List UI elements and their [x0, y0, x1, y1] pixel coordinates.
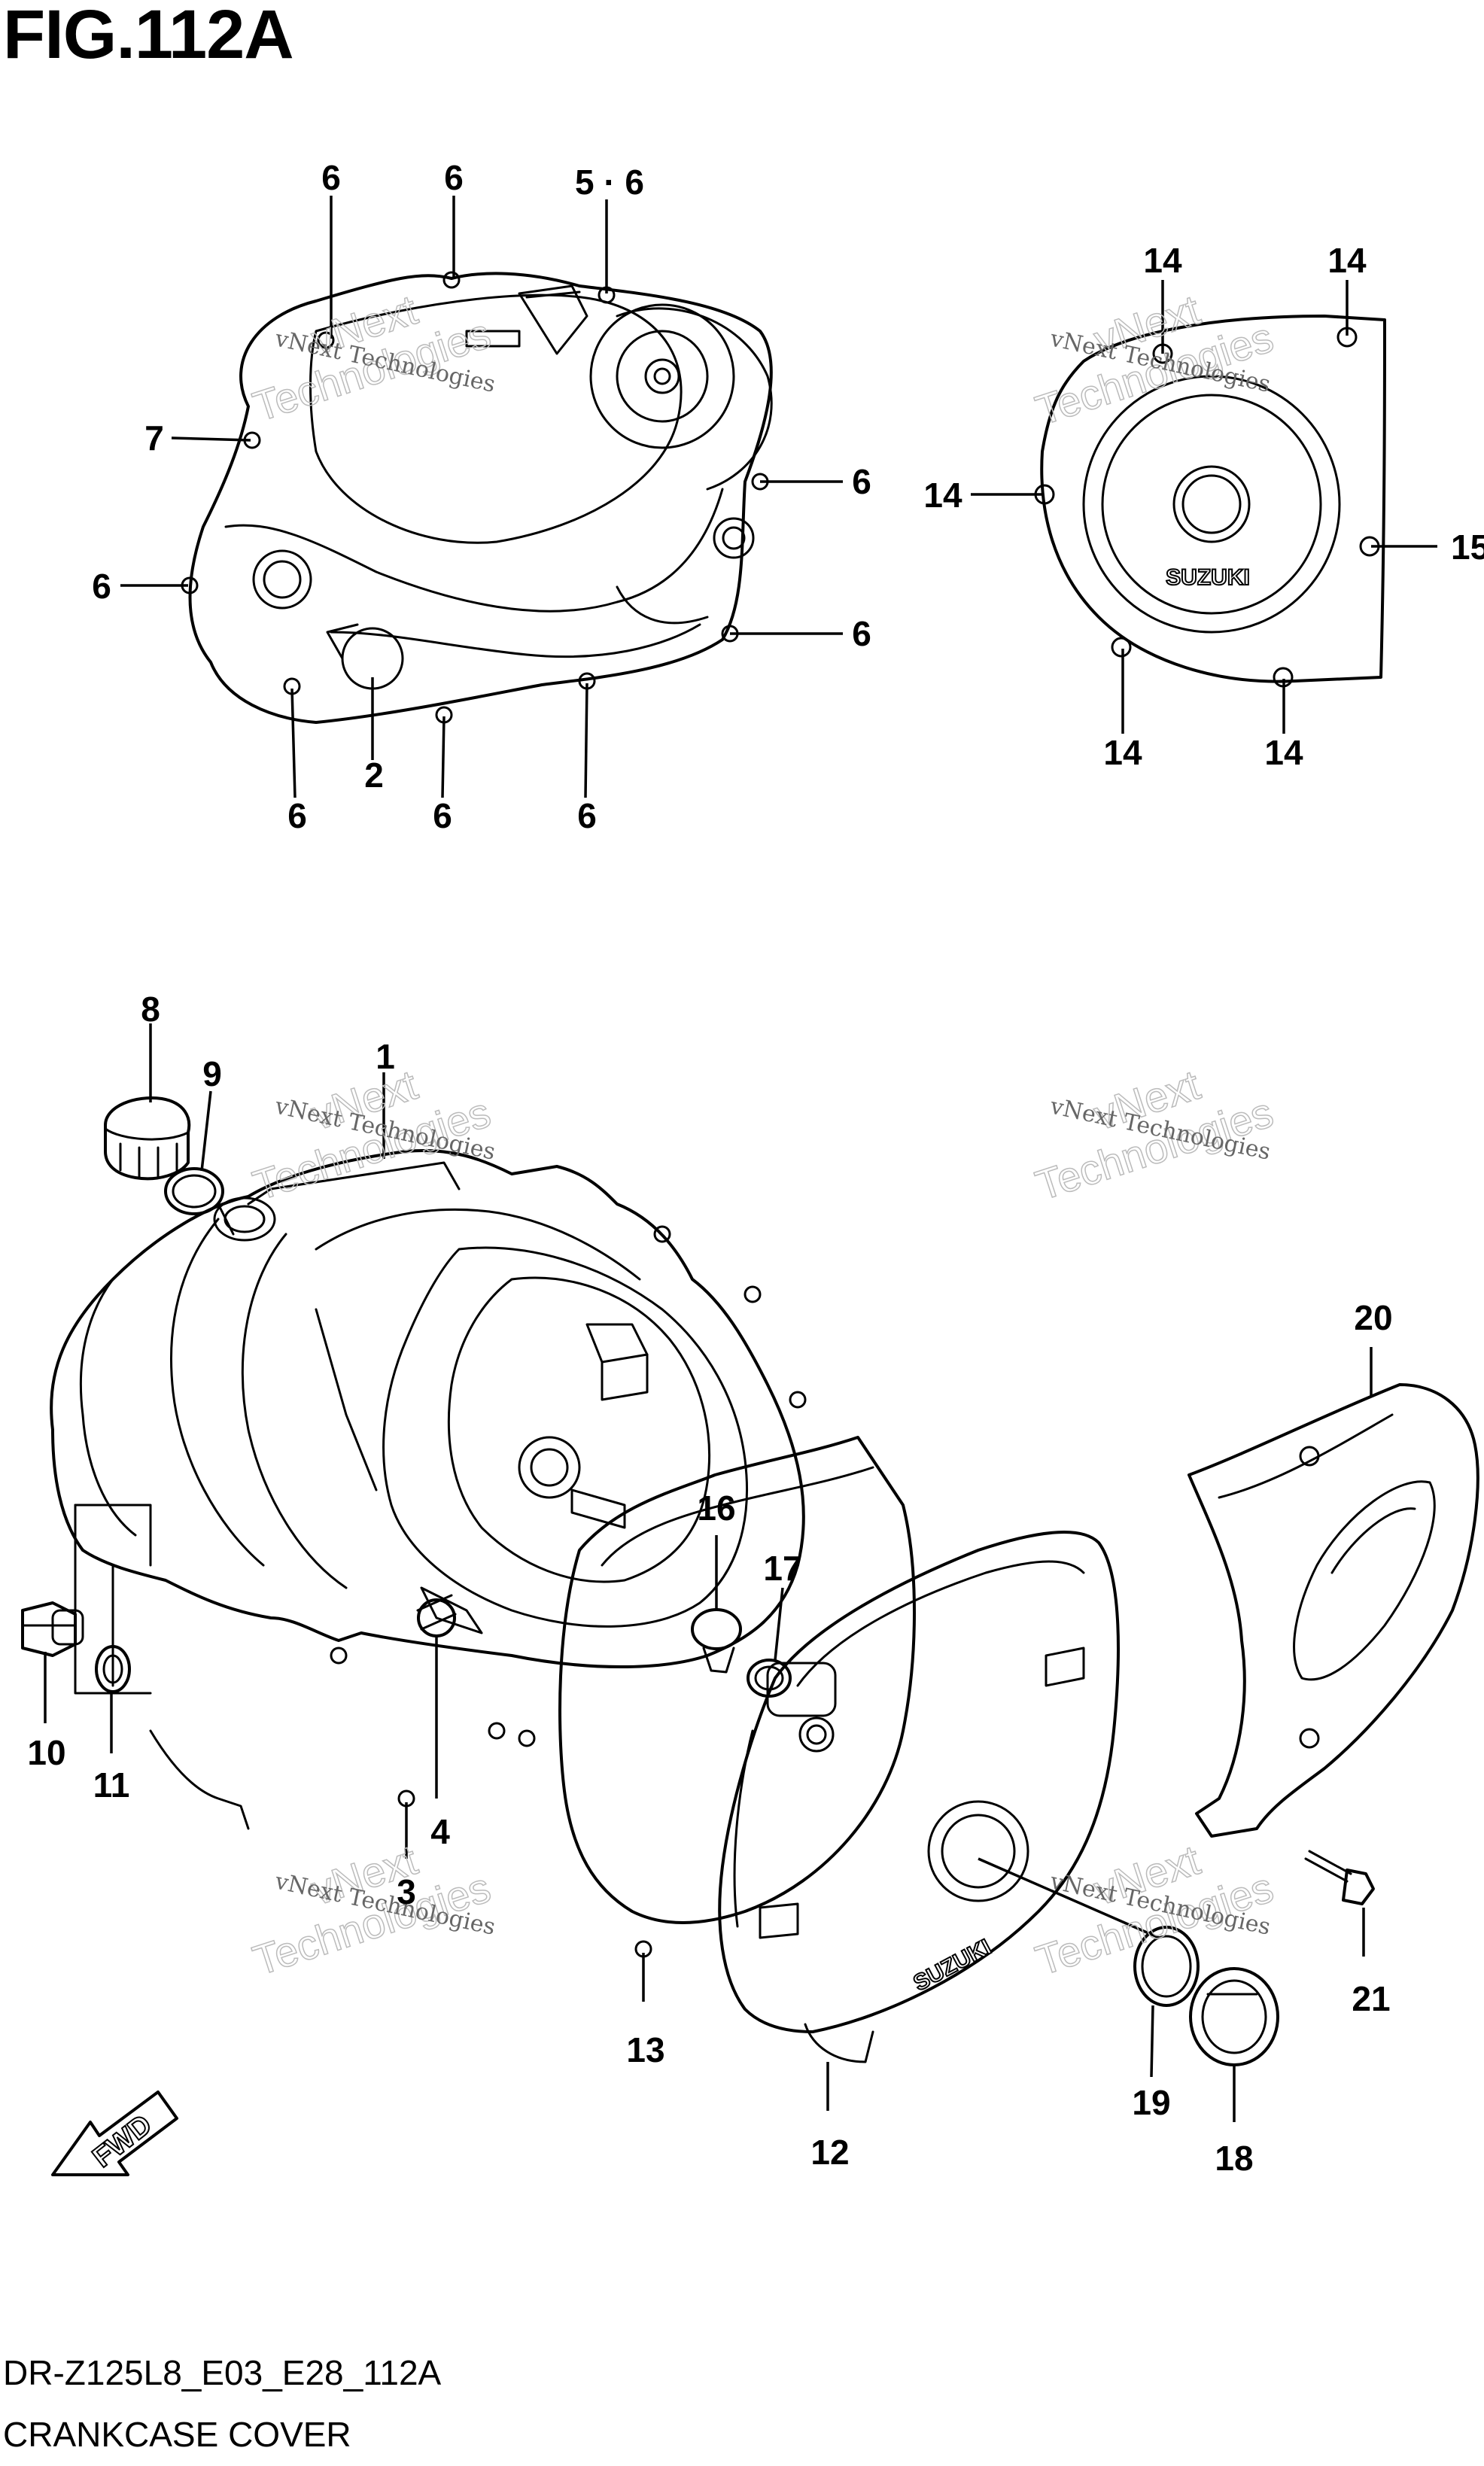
callout-19: 19 [1132, 2083, 1170, 2122]
part-4-dowel-pin [416, 1594, 457, 1637]
callout-1: 1 [376, 1037, 395, 1076]
callout-7: 7 [144, 418, 164, 458]
callout-6-b: 6 [444, 158, 464, 197]
part-19-o-ring [1133, 1926, 1200, 2007]
callout-labels: 6 6 5 · 6 7 6 6 6 2 6 6 6 14 14 14 15 14… [27, 158, 1484, 2178]
callout-14-a: 14 [1143, 241, 1182, 280]
callout-14-d: 14 [1103, 733, 1142, 772]
part-9-o-ring [164, 1167, 224, 1215]
callout-6-a: 6 [321, 158, 341, 197]
callout-16: 16 [697, 1488, 735, 1528]
callout-12: 12 [810, 2133, 849, 2172]
callout-17: 17 [763, 1549, 801, 1588]
callout-10: 10 [27, 1733, 65, 1772]
part-11-washer [95, 1645, 131, 1693]
callout-14-b: 14 [1327, 241, 1367, 280]
part-8-oil-filler-cap [104, 1096, 191, 1181]
callout-6-f: 6 [287, 796, 307, 835]
part-1-crankcase-cover-right [50, 1149, 807, 1830]
callout-2: 2 [364, 756, 384, 795]
watermark-bottom-left: vNext Technologies vNext Technologies [247, 1835, 497, 1984]
callout-9: 9 [202, 1054, 222, 1093]
part-16-inspection-plug [691, 1608, 742, 1674]
part-21-bolt [1304, 1850, 1375, 1905]
figure-name: CRANKCASE COVER [3, 2415, 351, 2454]
forward-direction-arrow: FWD [51, 2090, 178, 2176]
watermark-middle-right: vNext Technologies vNext Technologies [1029, 1060, 1279, 1209]
figure-title: FIG.112A [3, 0, 294, 73]
leader-lines [44, 196, 1437, 2122]
callout-14-e: 14 [1264, 733, 1303, 772]
callout-6-c: 6 [852, 462, 871, 501]
magneto-cover-brand: SUZUKI [1166, 565, 1250, 590]
watermark-bottom-right: vNext Technologies vNext Technologies [1029, 1835, 1279, 1984]
callout-11: 11 [93, 1765, 130, 1805]
callout-15: 15 [1451, 528, 1484, 567]
part-13-gasket [558, 1436, 916, 1924]
callout-6-g: 6 [433, 796, 452, 835]
watermark-top-left: vNext Technologies vNext Technologies [247, 284, 497, 430]
part-10-drain-plug [21, 1601, 84, 1657]
callout-3: 3 [397, 1872, 416, 1911]
magneto-cover-outline: SUZUKI [1034, 315, 1386, 688]
callout-18: 18 [1215, 2139, 1253, 2178]
clutch-cover-outline [181, 271, 773, 724]
callout-21: 21 [1352, 1979, 1390, 2018]
callout-8: 8 [141, 990, 160, 1029]
callout-4: 4 [430, 1812, 450, 1851]
part-20-sprocket-cover [1188, 1383, 1479, 1838]
callout-20: 20 [1354, 1298, 1392, 1337]
callout-6-d: 6 [92, 567, 111, 606]
callout-6-e: 6 [852, 614, 871, 653]
callout-13: 13 [626, 2030, 664, 2069]
callout-5-6: 5 · 6 [575, 163, 644, 202]
callout-6-h: 6 [577, 796, 597, 835]
generator-cover-brand: SUZUKI [909, 1935, 995, 1996]
watermark-middle-left: vNext Technologies vNext Technologies [247, 1060, 497, 1209]
model-code: DR-Z125L8_E03_E28_112A [3, 2353, 442, 2392]
callout-14-c: 14 [923, 476, 962, 515]
part-18-timing-cap [1189, 1967, 1279, 2066]
